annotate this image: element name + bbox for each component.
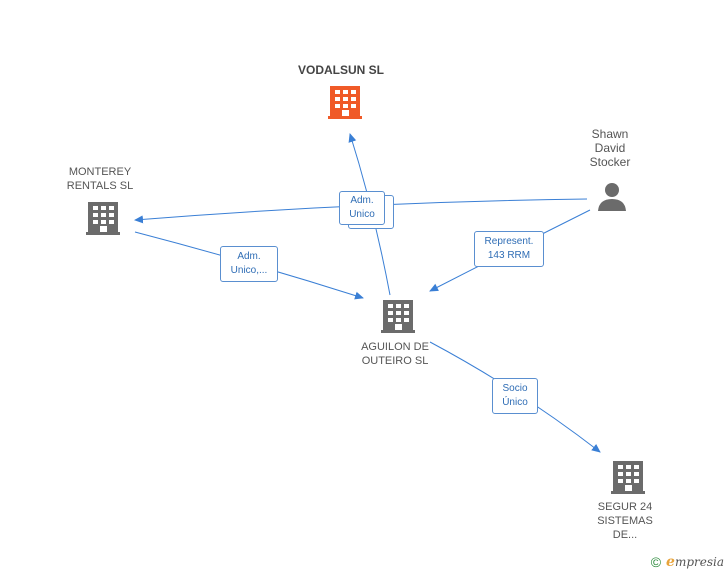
footer-brand: © empresia <box>651 554 724 570</box>
brand-logo[interactable]: empresia <box>666 554 724 570</box>
building-icon[interactable] <box>328 86 362 119</box>
node-label-segur[interactable]: SEGUR 24 SISTEMAS DE... <box>575 500 675 542</box>
building-icon[interactable] <box>381 300 415 333</box>
node-label-line: RENTALS SL <box>66 180 134 192</box>
node-label-line: SISTEMAS <box>597 515 653 527</box>
brand-logo-e: e <box>666 554 675 570</box>
brand-logo-rest: mpresia <box>674 555 724 569</box>
node-label-line: MONTEREY <box>68 166 132 178</box>
edge-label-line: Unico <box>349 209 375 220</box>
node-label-line: VODALSUN SL <box>297 63 384 77</box>
building-icon[interactable] <box>86 202 120 235</box>
node-label-line: OUTEIRO SL <box>361 355 429 367</box>
edge-label-line: 143 RRM <box>487 250 531 261</box>
edge-label-represent[interactable]: Represent. 143 RRM <box>474 231 544 267</box>
copyright-icon: © <box>650 554 662 570</box>
edge-label-line: Adm. <box>350 195 374 206</box>
node-label-line: Shawn <box>591 127 629 141</box>
node-label-line: DE... <box>612 529 638 541</box>
edge-label-adm-unico-top[interactable]: Adm. Unico <box>339 191 385 225</box>
edge-label-line: Único <box>502 397 528 408</box>
building-icon[interactable] <box>611 461 645 494</box>
node-label-line: Stocker <box>589 155 631 169</box>
node-label-vodalsun[interactable]: VODALSUN SL <box>281 63 401 77</box>
node-label-line: AGUILON DE <box>361 341 429 353</box>
node-label-monterey[interactable]: MONTEREY RENTALS SL <box>45 165 155 193</box>
edge-label-line: Adm. <box>237 251 261 262</box>
node-label-line: SEGUR 24 <box>597 501 653 513</box>
edge-label-adm-unico-left[interactable]: Adm. Unico,... <box>220 246 278 282</box>
edge-label-line: Unico,... <box>230 265 268 276</box>
node-label-shawn[interactable]: Shawn David Stocker <box>570 127 650 169</box>
edge-label-line: Represent. <box>484 236 534 247</box>
person-icon[interactable] <box>598 183 626 211</box>
edge-label-socio-unico[interactable]: Socio Único <box>492 378 538 414</box>
node-label-aguilon[interactable]: AGUILON DE OUTEIRO SL <box>340 340 450 368</box>
node-label-line: David <box>594 141 626 155</box>
edge-label-line: Socio <box>502 383 528 394</box>
